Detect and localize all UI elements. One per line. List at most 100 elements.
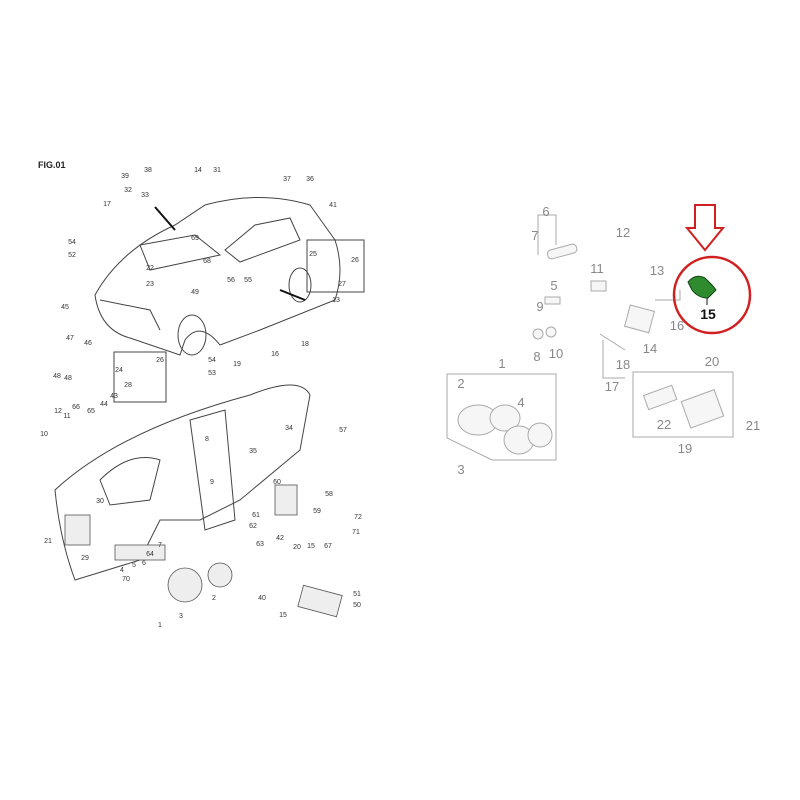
left-callout-49: 49 bbox=[191, 289, 199, 296]
left-callout-47: 47 bbox=[66, 335, 74, 342]
right-callout-13: 13 bbox=[650, 263, 664, 278]
left-callout-34: 34 bbox=[285, 425, 293, 432]
right-callout-21: 21 bbox=[746, 418, 760, 433]
left-callout-25: 25 bbox=[309, 251, 317, 258]
left-callout-36: 36 bbox=[306, 176, 314, 183]
highlight-arrow bbox=[684, 204, 726, 252]
highlighted-part-number: 15 bbox=[700, 306, 716, 322]
right-callout-19: 19 bbox=[678, 441, 692, 456]
left-callout-59: 59 bbox=[313, 508, 321, 515]
dashboard-outline bbox=[54, 384, 343, 618]
left-callout-46: 46 bbox=[84, 340, 92, 347]
right-callout-17: 17 bbox=[605, 379, 619, 394]
left-callout-15: 15 bbox=[307, 543, 315, 550]
left-callout-53: 53 bbox=[208, 370, 216, 377]
left-callout-54: 54 bbox=[208, 357, 216, 364]
left-callout-29: 29 bbox=[81, 555, 89, 562]
right-callout-2: 2 bbox=[457, 376, 464, 391]
left-callout-43: 43 bbox=[110, 393, 118, 400]
left-callout-2: 2 bbox=[212, 595, 216, 602]
left-callout-42: 42 bbox=[276, 535, 284, 542]
right-callout-12: 12 bbox=[616, 225, 630, 240]
left-callout-58: 58 bbox=[325, 491, 333, 498]
left-callout-24: 24 bbox=[115, 367, 123, 374]
left-callout-6: 6 bbox=[142, 560, 146, 567]
left-callout-50: 50 bbox=[353, 602, 361, 609]
right-callout-3: 3 bbox=[457, 462, 464, 477]
left-callout-10: 10 bbox=[40, 431, 48, 438]
left-callout-39: 39 bbox=[121, 173, 129, 180]
instrument-cluster-diagram bbox=[446, 214, 734, 461]
left-callout-67: 67 bbox=[324, 543, 332, 550]
right-callout-6: 6 bbox=[542, 204, 549, 219]
vehicle-outline bbox=[94, 197, 365, 403]
right-callout-14: 14 bbox=[643, 341, 657, 356]
highlight-circle bbox=[672, 255, 752, 335]
left-callout-57: 57 bbox=[339, 427, 347, 434]
left-callout-55: 55 bbox=[244, 277, 252, 284]
left-callout-56: 56 bbox=[227, 277, 235, 284]
left-callout-16: 16 bbox=[271, 351, 279, 358]
right-callout-4: 4 bbox=[517, 395, 524, 410]
left-callout-13: 13 bbox=[332, 297, 340, 304]
left-callout-63: 63 bbox=[256, 541, 264, 548]
left-callout-15: 15 bbox=[279, 612, 287, 619]
right-callout-10: 10 bbox=[549, 346, 563, 361]
left-callout-26: 26 bbox=[351, 257, 359, 264]
left-callout-62: 62 bbox=[249, 523, 257, 530]
left-callout-17: 17 bbox=[103, 201, 111, 208]
left-callout-44: 44 bbox=[100, 401, 108, 408]
left-callout-72: 72 bbox=[354, 514, 362, 521]
left-callout-69: 69 bbox=[191, 235, 199, 242]
left-callout-28: 28 bbox=[124, 382, 132, 389]
left-callout-14: 14 bbox=[194, 167, 202, 174]
left-callout-27: 27 bbox=[338, 281, 346, 288]
left-callout-20: 20 bbox=[293, 544, 301, 551]
left-callout-19: 19 bbox=[233, 361, 241, 368]
left-callout-37: 37 bbox=[283, 176, 291, 183]
left-callout-21: 21 bbox=[44, 538, 52, 545]
left-callout-3: 3 bbox=[179, 613, 183, 620]
left-callout-61: 61 bbox=[252, 512, 260, 519]
left-callout-30: 30 bbox=[96, 498, 104, 505]
left-callout-52: 52 bbox=[68, 252, 76, 259]
left-callout-51: 51 bbox=[353, 591, 361, 598]
right-callout-9: 9 bbox=[536, 299, 543, 314]
left-callout-38: 38 bbox=[144, 167, 152, 174]
right-callout-5: 5 bbox=[550, 278, 557, 293]
left-callout-7: 7 bbox=[158, 542, 162, 549]
left-callout-35: 35 bbox=[249, 448, 257, 455]
right-callout-22: 22 bbox=[657, 417, 671, 432]
left-callout-8: 8 bbox=[205, 436, 209, 443]
left-callout-48: 48 bbox=[64, 375, 72, 382]
left-callout-26: 26 bbox=[156, 357, 164, 364]
left-callout-64: 64 bbox=[146, 551, 154, 558]
left-callout-31: 31 bbox=[213, 167, 221, 174]
left-callout-45: 45 bbox=[61, 304, 69, 311]
left-callout-22: 22 bbox=[146, 265, 154, 272]
left-callout-4: 4 bbox=[120, 567, 124, 574]
left-callout-12: 12 bbox=[54, 408, 62, 415]
left-callout-54: 54 bbox=[68, 239, 76, 246]
highlighted-part[interactable] bbox=[687, 275, 717, 299]
left-callout-5: 5 bbox=[132, 562, 136, 569]
right-callout-11: 11 bbox=[590, 261, 604, 276]
left-callout-32: 32 bbox=[124, 187, 132, 194]
right-callout-1: 1 bbox=[498, 356, 505, 371]
left-callout-33: 33 bbox=[141, 192, 149, 199]
left-callout-18: 18 bbox=[301, 341, 309, 348]
left-callout-48: 48 bbox=[53, 373, 61, 380]
left-callout-65: 65 bbox=[87, 408, 95, 415]
left-callout-40: 40 bbox=[258, 595, 266, 602]
right-callout-16: 16 bbox=[670, 318, 684, 333]
left-callout-68: 68 bbox=[203, 258, 211, 265]
left-callout-1: 1 bbox=[158, 622, 162, 629]
left-callout-66: 66 bbox=[72, 404, 80, 411]
left-callout-9: 9 bbox=[210, 479, 214, 486]
left-callout-60: 60 bbox=[273, 479, 281, 486]
left-callout-70: 70 bbox=[122, 576, 130, 583]
left-callout-23: 23 bbox=[146, 281, 154, 288]
left-callout-11: 11 bbox=[63, 413, 70, 420]
